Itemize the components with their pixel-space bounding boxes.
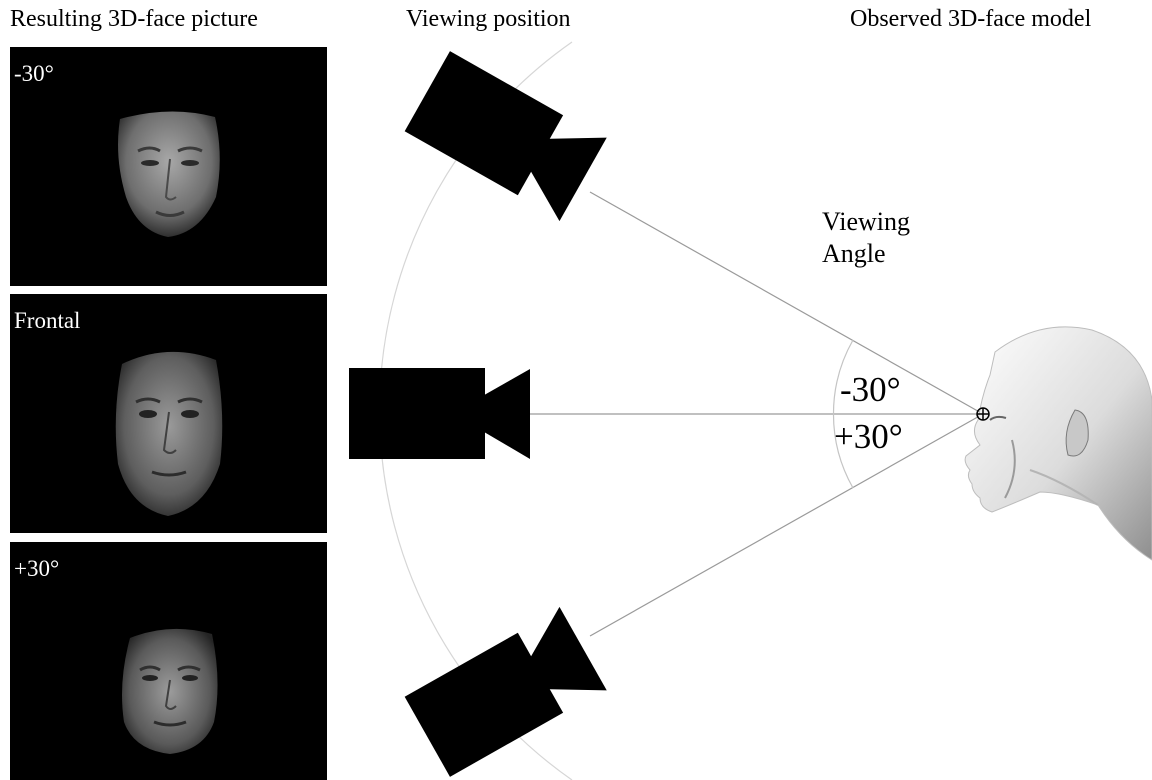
face-model-heading: Observed 3D-face model [850,6,1092,32]
face-picture-plus-30: +30° [10,542,327,780]
angle-minus-30-label: -30° [840,370,901,409]
viewing-angle-label: Viewing Angle [822,206,910,270]
eye-center-marker [976,407,990,421]
lower-viewing-line [589,413,984,637]
viewing-angle-line2: Angle [822,239,886,268]
viewing-position-heading: Viewing position [406,6,571,32]
angle-plus-30-label: +30° [834,417,903,456]
face-picture-frontal: Frontal [10,294,327,533]
pictures-column-heading: Resulting 3D-face picture [10,6,258,32]
viewing-angle-line1: Viewing [822,207,910,236]
face-render-plus-30-icon [122,628,218,754]
panel-label: Frontal [14,308,81,333]
frontal-camera-icon [349,368,530,459]
upper-camera-icon [404,51,607,222]
panel-label: +30° [14,556,60,581]
head-model-icon [964,326,1152,561]
face-render-minus-30-icon [118,111,220,237]
face-render-frontal-icon [115,351,223,516]
lower-camera-icon [404,606,607,777]
angle-arc [832,339,854,489]
panel-label: -30° [14,61,54,86]
face-picture-minus-30: -30° [10,47,327,286]
upper-viewing-line [589,191,984,415]
viewing-geometry-diagram [349,41,1152,780]
